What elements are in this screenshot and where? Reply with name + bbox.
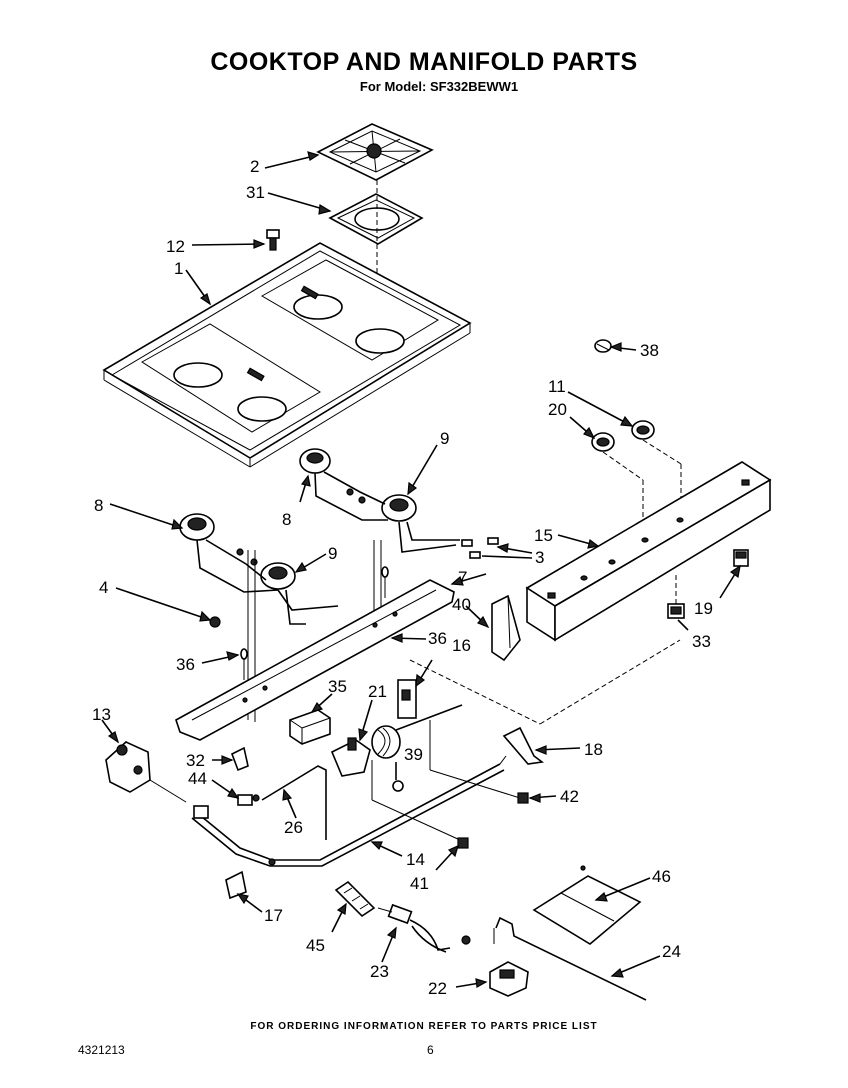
callout-32: 32 — [186, 751, 205, 770]
callout-21: 21 — [368, 682, 387, 701]
callout-42: 42 — [560, 787, 579, 806]
callout-26: 26 — [284, 818, 303, 837]
callout-36-left: 36 — [176, 655, 195, 674]
model-subtitle: For Model: SF332BEWW1 — [359, 79, 519, 94]
callout-23: 23 — [370, 962, 389, 981]
manifold-pipe — [191, 755, 507, 867]
wire-harness — [377, 903, 471, 953]
burner-support-bracket — [175, 579, 455, 741]
callout-38: 38 — [640, 341, 659, 360]
callout-46: 46 — [652, 867, 671, 886]
gas-tube — [261, 765, 327, 840]
callout-15: 15 — [534, 526, 553, 545]
cooktop-panel — [102, 242, 472, 468]
side-bracket — [491, 594, 521, 662]
callout-13: 13 — [92, 705, 111, 724]
callout-40: 40 — [452, 595, 471, 614]
electrodes — [240, 566, 389, 680]
burner-assembly-front — [179, 513, 339, 625]
orifice-hoods — [461, 537, 499, 559]
callout-8-front: 8 — [94, 496, 103, 515]
callout-20: 20 — [548, 400, 567, 419]
callout-35: 35 — [328, 677, 347, 696]
ordering-note: FOR ORDERING INFORMATION REFER TO PARTS … — [250, 1021, 598, 1032]
callout-17: 17 — [264, 906, 283, 925]
callout-8-rear: 8 — [282, 510, 291, 529]
pilot-fitting — [237, 794, 260, 806]
clip — [594, 339, 612, 353]
callout-18: 18 — [584, 740, 603, 759]
callout-24: 24 — [662, 942, 681, 961]
knobs — [591, 420, 655, 452]
callout-11: 11 — [548, 377, 566, 396]
callout-44: 44 — [188, 769, 207, 788]
callout-9-front: 9 — [328, 544, 337, 563]
callout-45: 45 — [306, 936, 325, 955]
callout-31: 31 — [246, 183, 265, 202]
callout-12: 12 — [166, 237, 185, 256]
callout-41: 41 — [410, 874, 429, 893]
ignition-switch — [733, 549, 749, 567]
burner-grate — [316, 123, 434, 181]
callout-39: 39 — [404, 745, 423, 764]
fitting-nut — [457, 837, 469, 849]
mounting-clip — [667, 603, 685, 619]
terminal-block — [289, 709, 331, 745]
pressure-regulator — [330, 704, 463, 777]
igniter — [334, 880, 376, 918]
hex-nut — [209, 616, 221, 628]
callout-2: 2 — [250, 157, 259, 176]
callout-9-rear: 9 — [440, 429, 449, 448]
main-gas-valve — [105, 741, 187, 803]
junction-block — [489, 961, 529, 997]
callout-3: 3 — [535, 548, 544, 567]
burner-assembly-rear — [299, 448, 460, 553]
manifold-nut — [517, 792, 529, 804]
callout-1: 1 — [174, 259, 183, 278]
callout-36-right: 36 — [428, 629, 447, 648]
callout-4: 4 — [99, 578, 108, 597]
page-number: 6 — [427, 1043, 434, 1057]
valve-bracket — [502, 726, 545, 765]
fitting — [392, 780, 404, 792]
cooktop-screw — [266, 229, 280, 251]
leader-lines — [101, 151, 741, 988]
manifold-panel — [525, 461, 772, 642]
burner-drip-bowl — [328, 193, 424, 245]
callout-14: 14 — [406, 850, 425, 869]
document-number: 4321213 — [78, 1043, 125, 1057]
callout-19: 19 — [694, 599, 713, 618]
page-title: COOKTOP AND MANIFOLD PARTS — [210, 48, 638, 76]
callout-16: 16 — [452, 636, 471, 655]
gas-valve — [397, 679, 417, 719]
support-rod — [493, 916, 647, 1001]
callout-33: 33 — [692, 632, 711, 651]
heat-shield — [532, 865, 642, 945]
callout-7: 7 — [458, 568, 467, 587]
callout-22: 22 — [428, 979, 447, 998]
mounting-bracket-small — [230, 746, 249, 772]
manifold-bracket — [225, 870, 247, 900]
